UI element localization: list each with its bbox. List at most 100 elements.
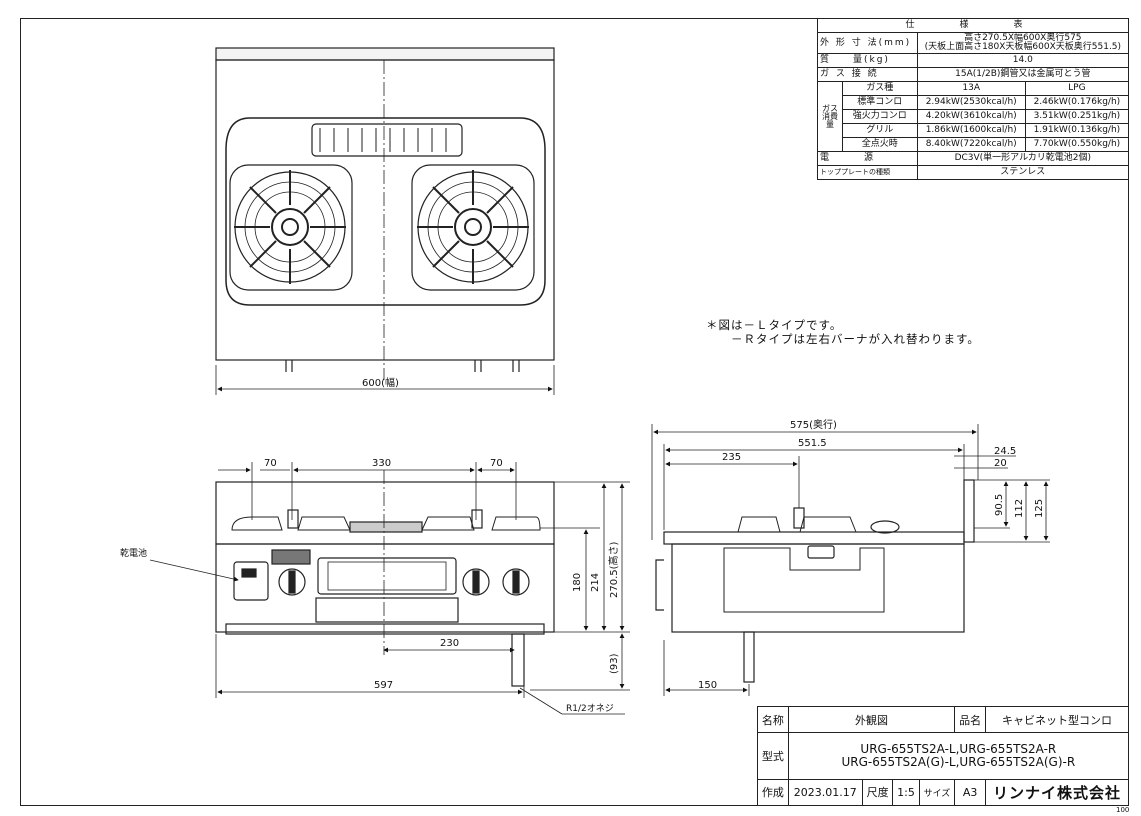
dim-112: 112 — [1014, 499, 1025, 518]
grill-vent — [311, 123, 463, 157]
model-label: 型式 — [757, 732, 789, 780]
right-burner-head — [471, 509, 483, 529]
type-note: ＊図は－Ｌタイプです。 －Ｒタイプは左右バーナが入れ替わります。 — [706, 318, 980, 346]
dim-600-width: 600(幅) — [362, 376, 399, 389]
type-note-line-2: －Ｒタイプは左右バーナが入れ替わります。 — [706, 332, 980, 346]
top-plate-outline — [225, 117, 546, 306]
grill-handle — [315, 597, 459, 623]
product-value: キャビネット型コンロ — [984, 705, 1130, 734]
dimensions-value: 高さ270.5X幅600X奥行575 — [964, 33, 1082, 43]
dim-230: 230 — [440, 638, 459, 649]
all-label: 全点火時 — [842, 137, 918, 152]
gas-inlet-pipe — [511, 633, 525, 687]
title-block: 名称 外観図 品名 キャビネット型コンロ 型式 URG-655TS2A-L,UR… — [757, 705, 1130, 807]
battery-label: 乾電池 — [120, 547, 147, 559]
grill-13a: 1.86kW(1600kcal/h) — [916, 123, 1026, 138]
dim-70-left: 70 — [264, 458, 277, 469]
consumption-label: ガス消費量 — [817, 81, 843, 152]
spec-table: 仕 様 表 外 形 寸 法(mm) 高さ270.5X幅600X奥行575(天板上… — [817, 18, 1130, 180]
company-name: リンナイ株式会社 — [984, 778, 1130, 807]
size-value: A3 — [954, 778, 986, 807]
dim-551-5: 551.5 — [798, 438, 827, 449]
top-view-back-edge — [215, 47, 555, 61]
dim-20: 20 — [994, 458, 1007, 469]
dim-180: 180 — [572, 573, 583, 592]
gas-13a: 13A — [916, 81, 1026, 96]
side-burner-head — [793, 507, 805, 529]
model-line-2: URG-655TS2A(G)-L,URG-655TS2A(G)-R — [841, 754, 1076, 769]
right-burner-well — [411, 164, 535, 291]
all-13a: 8.40kW(7220kcal/h) — [916, 137, 1026, 152]
mass-value: 14.0 — [916, 53, 1130, 68]
scale-value: 1:5 — [892, 778, 920, 807]
std-13a: 2.94kW(2530kcal/h) — [916, 95, 1026, 110]
ignition-switch — [271, 549, 311, 565]
right-knob-1 — [462, 568, 490, 596]
left-burner-head — [287, 509, 299, 529]
right-knob-2 — [502, 568, 530, 596]
scale-label: 尺度 — [861, 778, 894, 807]
strong-13a: 4.20kW(3610kcal/h) — [916, 109, 1026, 124]
corner-mark: 100 — [1116, 806, 1130, 814]
gas-type-label: ガス種 — [842, 81, 918, 96]
side-gas-inlet — [743, 631, 755, 683]
side-ignition — [807, 545, 835, 559]
dim-150: 150 — [698, 680, 717, 691]
dimensions-sub: (天板上面高さ180X天板幅600X天板奥行551.5) — [924, 42, 1122, 52]
dim-235: 235 — [722, 452, 741, 463]
thread-label: R1/2オネジ — [566, 703, 614, 714]
top-plate-label: トッププレートの種類 — [817, 165, 918, 180]
front-knobs-side — [655, 559, 664, 611]
dim-125: 125 — [1034, 499, 1045, 518]
back-guard — [963, 479, 975, 543]
gas-lpg: LPG — [1024, 81, 1130, 96]
top-view — [215, 47, 555, 395]
drawing-frame — [20, 18, 1129, 806]
grill-vent-front — [349, 521, 423, 533]
left-knob — [278, 568, 306, 596]
dim-93: (93) — [609, 653, 620, 674]
made-label: 作成 — [757, 778, 789, 807]
right-burner-cap — [464, 218, 482, 236]
name-label: 名称 — [757, 705, 789, 734]
model-line-1: URG-655TS2A-L,URG-655TS2A-R — [860, 741, 1057, 756]
grill-label: グリル — [842, 123, 918, 138]
base-rail — [225, 623, 545, 635]
left-burner-cap — [281, 218, 299, 236]
side-view — [651, 424, 1050, 696]
dim-597: 597 — [374, 680, 393, 691]
all-lpg: 7.70kW(0.550kg/h) — [1024, 137, 1130, 152]
side-top-plate — [663, 531, 965, 545]
dim-24-5: 24.5 — [994, 446, 1016, 457]
front-panel — [215, 543, 555, 633]
dim-90-5: 90.5 — [994, 494, 1005, 516]
front-top-plate — [215, 481, 555, 545]
top-plate-value: ステンレス — [916, 165, 1130, 180]
dim-330: 330 — [372, 458, 391, 469]
std-label: 標準コンロ — [842, 95, 918, 110]
battery-box — [233, 561, 269, 601]
strong-label: 強火力コンロ — [842, 109, 918, 124]
dim-70-right: 70 — [490, 458, 503, 469]
left-burner-well — [229, 164, 353, 291]
name-value: 外観図 — [787, 705, 956, 734]
power-label: 電 源 — [817, 151, 918, 166]
strong-lpg: 3.51kW(0.251kg/h) — [1024, 109, 1130, 124]
dim-214: 214 — [590, 573, 601, 592]
date-value: 2023.01.17 — [787, 778, 863, 807]
std-lpg: 2.46kW(0.176kg/h) — [1024, 95, 1130, 110]
size-label: サイズ — [918, 778, 956, 807]
dim-270-5: 270.5(高さ) — [607, 541, 620, 598]
grill-door — [317, 557, 457, 595]
dim-575-depth: 575(奥行) — [790, 418, 837, 431]
dimensions-label: 外 形 寸 法(mm) — [817, 32, 918, 54]
gas-conn-label: ガ ス 接 続 — [817, 67, 918, 82]
gas-conn-value: 15A(1/2B)鋼管又は金属可とう管 — [916, 67, 1130, 82]
front-view — [149, 462, 630, 715]
side-body — [671, 543, 965, 633]
side-knob-top — [870, 520, 900, 534]
type-note-line-1: ＊図は－Ｌタイプです。 — [706, 318, 843, 332]
top-view-body — [215, 59, 555, 361]
product-label: 品名 — [954, 705, 986, 734]
